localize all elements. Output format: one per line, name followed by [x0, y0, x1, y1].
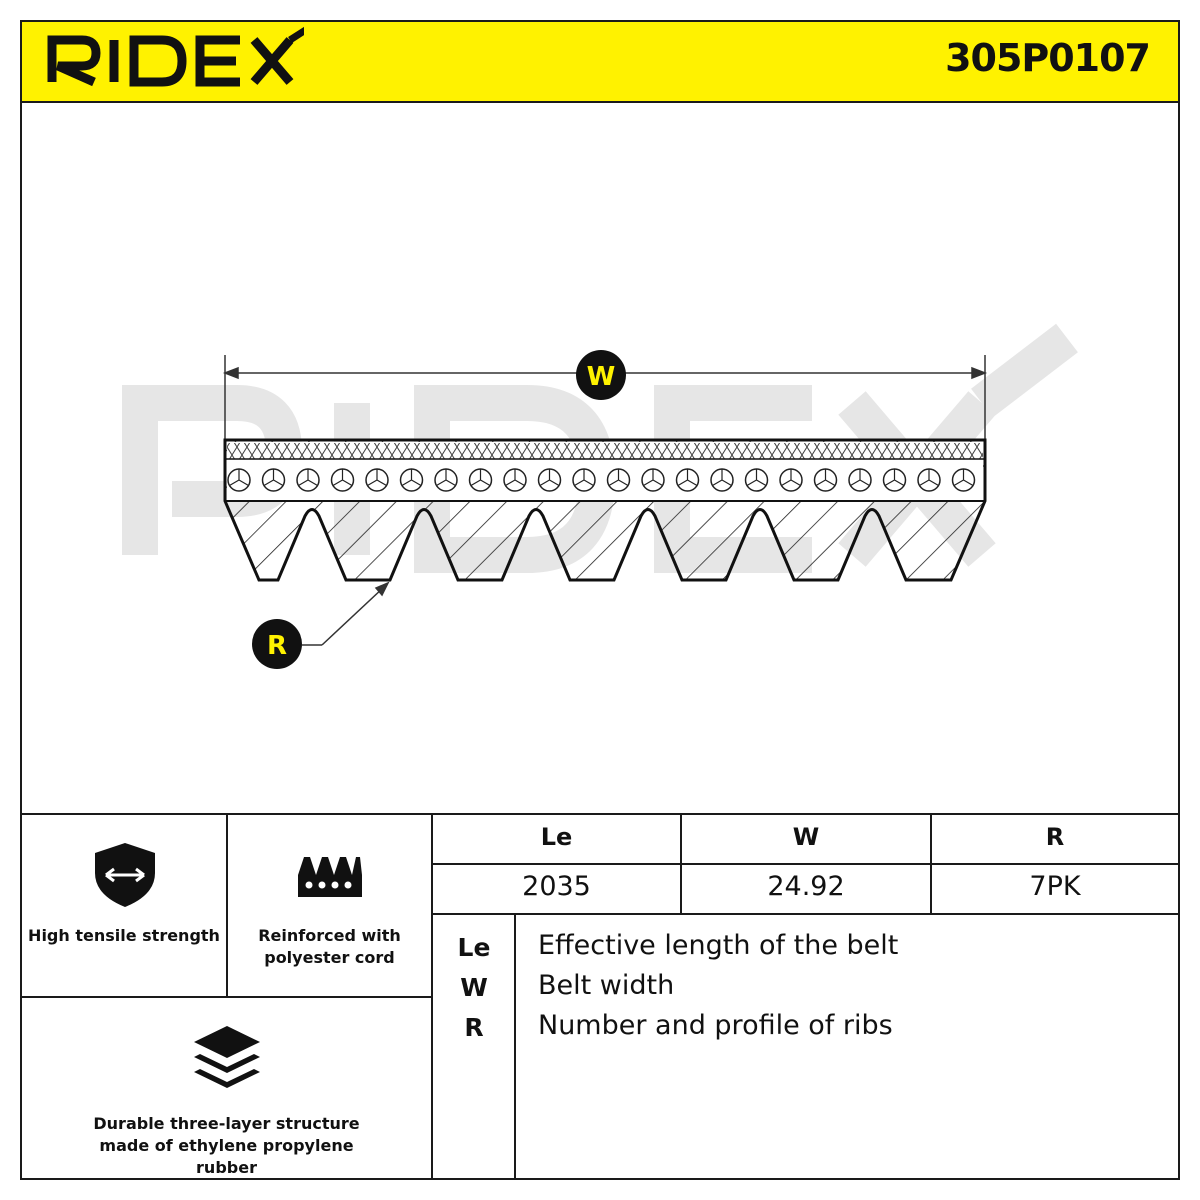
- cord-strands: [505, 469, 525, 487]
- divider: [226, 813, 228, 997]
- legend-desc: Effective length of the belt: [538, 930, 899, 961]
- cord-strands: [298, 469, 318, 487]
- divider: [22, 996, 432, 998]
- cord-strands: [436, 469, 456, 487]
- shield-arrows-icon: [95, 843, 155, 907]
- cord-strands: [574, 469, 594, 487]
- feature-three-layer: Durable three-layer structure made of et…: [22, 998, 431, 1178]
- legend-desc: Number and profile of ribs: [538, 1010, 893, 1041]
- spec-value-le: 2035: [522, 871, 591, 902]
- product-sheet: 305P0107: [20, 20, 1180, 1180]
- width-marker-badge: [576, 350, 626, 400]
- feature-high-tensile: High tensile strength: [22, 815, 226, 996]
- belt-profile-icon: [298, 857, 362, 897]
- cord-strands: [608, 469, 629, 487]
- cord-strands: [470, 469, 491, 487]
- ridex-logo: [47, 26, 304, 87]
- ribs-marker: R: [267, 631, 287, 661]
- divider: [680, 813, 682, 914]
- legend-desc: Belt width: [538, 970, 675, 1001]
- cord-strands: [401, 469, 422, 487]
- cord-strands: [677, 469, 698, 487]
- divider: [514, 914, 516, 1178]
- ribs-marker-badge: [252, 619, 302, 669]
- divider: [431, 813, 433, 1178]
- divider: [930, 813, 932, 914]
- cord-strands: [815, 469, 836, 487]
- cord-strands: [953, 469, 974, 487]
- feature-polyester-cord: Reinforced with polyester cord: [228, 815, 431, 996]
- legend-key: W: [460, 973, 488, 1002]
- cord-strands: [263, 469, 284, 487]
- legend-key: Le: [457, 933, 491, 962]
- cord-strands: [746, 469, 767, 487]
- spec-value-w: 24.92: [767, 871, 845, 902]
- feature-label: High tensile strength: [28, 926, 220, 945]
- cord-strands: [919, 469, 939, 487]
- belt-cross-section: W R: [122, 323, 1078, 669]
- spec-header-le: Le: [540, 823, 573, 851]
- spec-value-r: 7PK: [1029, 871, 1081, 902]
- divider: [432, 863, 1178, 865]
- spec-header-r: R: [1045, 823, 1065, 851]
- cord-strands: [781, 469, 801, 487]
- cord-strands: [884, 469, 905, 487]
- legend-key: R: [464, 1013, 484, 1042]
- cord-strands: [367, 469, 387, 487]
- cord-strands: [643, 469, 663, 487]
- ribs-pointer: [302, 581, 390, 646]
- divider: [22, 813, 1178, 815]
- polyester-cords: [227, 468, 976, 492]
- cord-strands: [539, 469, 560, 487]
- spec-header-w: W: [792, 823, 820, 851]
- feature-label: Reinforced with polyester cord: [258, 926, 401, 967]
- layers-icon: [194, 1026, 260, 1088]
- belt-diagram: W R: [22, 103, 1178, 813]
- header-bar: 305P0107: [22, 22, 1178, 103]
- cord-strands: [229, 469, 249, 487]
- cord-strands: [850, 469, 870, 487]
- cord-strands: [332, 469, 353, 487]
- divider: [432, 913, 1178, 915]
- width-marker: W: [587, 362, 616, 392]
- cord-strands: [712, 469, 732, 487]
- part-number: 305P0107: [945, 36, 1151, 80]
- feature-label: Durable three-layer structure made of et…: [93, 1114, 360, 1177]
